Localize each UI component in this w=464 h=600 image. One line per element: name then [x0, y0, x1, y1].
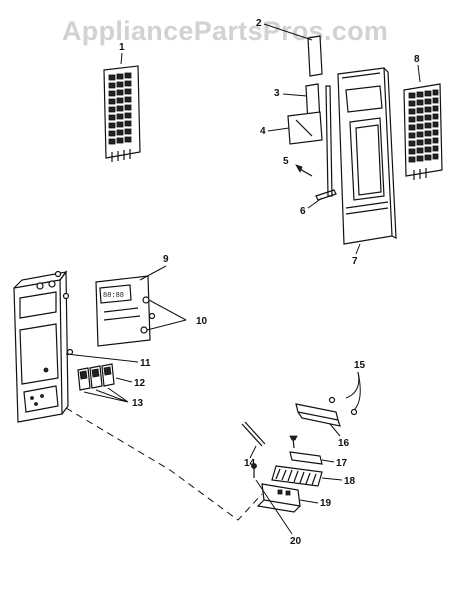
rod-part-14	[241, 421, 266, 447]
spring-part-15	[328, 371, 361, 416]
callout-5: 5	[283, 156, 289, 167]
callout-17: 17	[336, 458, 348, 469]
callout-12: 12	[134, 378, 146, 389]
callout-11: 11	[140, 358, 151, 369]
callout-7: 7	[352, 256, 358, 267]
callout-10: 10	[196, 316, 208, 327]
connection-dashed-line	[65, 407, 263, 521]
display-board-part-9: 88:88	[95, 275, 151, 347]
callout-1: 1	[119, 42, 125, 53]
callout-15: 15	[354, 360, 366, 371]
callout-18: 18	[344, 476, 356, 487]
callout-9: 9	[163, 254, 169, 265]
callout-6: 6	[300, 206, 306, 217]
screw-part-5	[295, 164, 313, 177]
door-button-part-19	[256, 483, 301, 513]
trim-strip-part-2	[307, 35, 323, 77]
callout-13: 13	[132, 398, 144, 409]
screw-part-20	[251, 463, 257, 478]
keypad-membrane-part-8	[403, 83, 443, 180]
keypad-membrane-part-1	[103, 65, 141, 162]
grille-part-18	[271, 465, 323, 487]
callout-8: 8	[414, 54, 420, 65]
callout-3: 3	[274, 88, 280, 99]
relay-leads-part-13	[83, 387, 129, 403]
callout-19: 19	[320, 498, 332, 509]
door-frame-part-7	[337, 67, 397, 245]
door-seal-part-6	[315, 85, 337, 201]
relays-part-12	[77, 363, 115, 391]
watermark: AppliancePartsPros.com	[62, 16, 388, 46]
callout-14: 14	[244, 458, 256, 469]
window-glass-part-4	[287, 111, 323, 145]
callout-20: 20	[290, 536, 302, 547]
screws-part-10	[140, 296, 187, 334]
latch-lever-part-16	[295, 403, 341, 427]
callout-2: 2	[256, 18, 262, 29]
callout-4: 4	[260, 126, 266, 137]
control-chassis-part-11	[13, 270, 74, 423]
callout-16: 16	[338, 438, 350, 449]
display-readout: 88:88	[103, 292, 124, 300]
latch-hook-part-17	[289, 435, 323, 465]
